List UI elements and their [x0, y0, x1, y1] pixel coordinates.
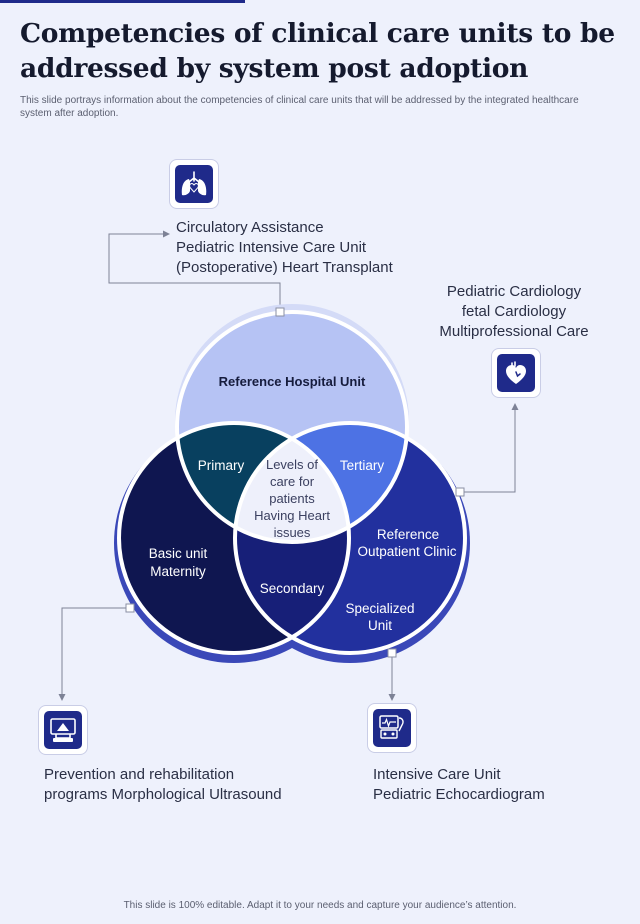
callout-bottom-right: Intensive Care Unit Pediatric Echocardio…: [373, 765, 545, 805]
right-circle-label-line-4: Unit: [368, 618, 392, 633]
footer-note: This slide is 100% editable. Adapt it to…: [123, 900, 517, 911]
heart-icon-box: [491, 348, 541, 398]
overlap-center: [235, 423, 349, 542]
callout-top-line-3: (Postoperative) Heart Transplant: [176, 259, 393, 276]
echocardiogram-machine-icon-box: [367, 703, 417, 753]
connector-right: [460, 410, 516, 493]
title-line-1: Competencies of clinical care units to b…: [20, 18, 615, 49]
page-title: Competencies of clinical care units to b…: [20, 16, 630, 86]
connector-top: [108, 233, 281, 312]
echocardiogram-machine-icon: [373, 709, 411, 747]
heart-icon: [497, 354, 535, 392]
right-circle-label-line-3: Specialized: [345, 601, 414, 616]
subtitle-line-2: system after adoption.: [20, 107, 119, 119]
arrowhead-bottom-right: [388, 694, 396, 701]
center-label-line-2: care for: [270, 474, 315, 489]
anchor-bottom-right: [387, 648, 397, 658]
top-accent-bar: [0, 0, 245, 3]
page-subtitle: This slide portrays information about th…: [20, 95, 625, 120]
callout-right-line-3: Multiprofessional Care: [439, 323, 589, 340]
right-circle-label-line-1: Reference: [377, 527, 439, 542]
left-circle-label-line-1: Basic unit: [149, 546, 208, 561]
overlap-top-right-label: Tertiary: [340, 458, 385, 473]
callout-top-line-2: Pediatric Intensive Care Unit: [176, 239, 367, 256]
title-line-2: addressed by system post adoption: [20, 53, 529, 84]
left-circle-outline: [117, 421, 351, 655]
callout-bottom-left: Prevention and rehabilitation programs M…: [44, 765, 282, 805]
anchor-bottom-left: [125, 603, 135, 613]
center-label-line-3: patients: [269, 491, 315, 506]
lungs-heart-icon: [175, 165, 213, 203]
center-label-line-5: issues: [274, 525, 311, 540]
lungs-heart-icon-box: [169, 159, 219, 209]
subtitle-line-1: This slide portrays information about th…: [20, 95, 579, 106]
center-label-line-4: Having Heart: [254, 508, 330, 523]
arrowhead-right: [511, 403, 519, 410]
callout-bottom-right-line-2: Pediatric Echocardiogram: [373, 786, 545, 803]
callout-right-line-2: fetal Cardiology: [461, 303, 567, 320]
right-circle-outline: [233, 421, 467, 655]
left-circle-label-line-2: Maternity: [150, 564, 206, 579]
ultrasound-monitor-icon-box: [38, 705, 88, 755]
callout-right: Pediatric Cardiology fetal Cardiology Mu…: [414, 282, 614, 342]
anchor-right: [455, 487, 465, 497]
center-label-line-1: Levels of: [266, 457, 318, 472]
callout-bottom-left-line-2: programs Morphological Ultrasound: [44, 786, 282, 803]
ultrasound-monitor-icon: [44, 711, 82, 749]
overlap-top-left-label: Primary: [198, 458, 245, 473]
callout-bottom-left-line-1: Prevention and rehabilitation: [44, 766, 235, 783]
overlap-bottom-label: Secondary: [260, 581, 325, 596]
callout-top-line-1: Circulatory Assistance: [176, 219, 324, 236]
callout-right-line-1: Pediatric Cardiology: [446, 283, 582, 300]
callout-top: Circulatory Assistance Pediatric Intensi…: [176, 218, 393, 278]
arrowhead-bottom-left: [58, 694, 66, 701]
top-circle-outline: [175, 310, 409, 544]
connector-bottom-left: [61, 607, 130, 695]
right-circle-label-line-2: Outpatient Clinic: [357, 544, 456, 559]
callout-bottom-right-line-1: Intensive Care Unit: [373, 766, 501, 783]
top-circle-label: Reference Hospital Unit: [219, 374, 366, 389]
arrowhead-top: [163, 230, 170, 238]
anchor-top: [275, 307, 285, 317]
